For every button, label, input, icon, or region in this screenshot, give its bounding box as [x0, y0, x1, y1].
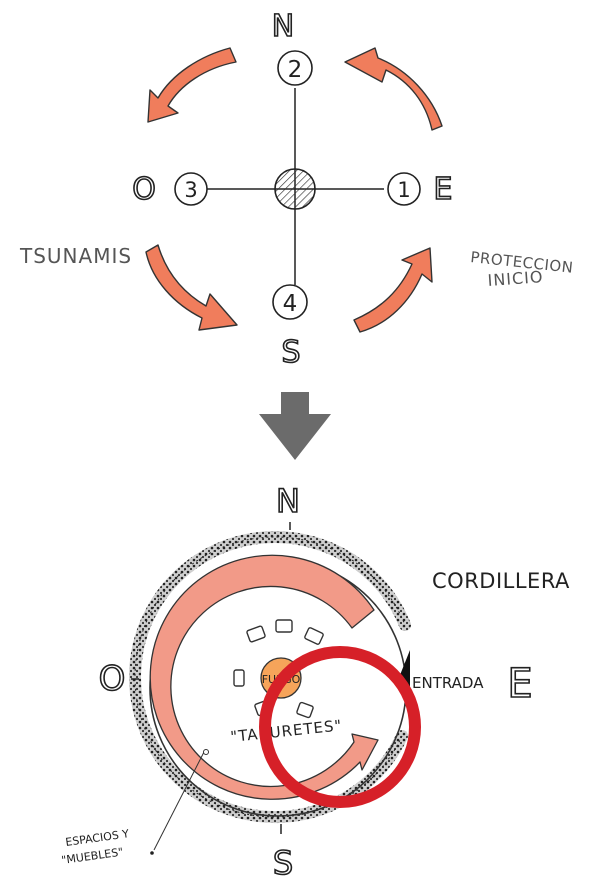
- top-right-note-line2: INICIO: [487, 267, 544, 290]
- top-center-hatched-circle: [274, 168, 316, 210]
- top-south-label: S: [281, 335, 300, 370]
- top-west-label: O: [132, 172, 156, 207]
- top-east-label: E: [434, 172, 453, 207]
- taburete-2: [275, 619, 293, 633]
- top-rotation-arrows: [145, 47, 443, 333]
- top-position-label-west: 3: [184, 178, 197, 202]
- espacios-leader-line: [153, 751, 205, 851]
- arrow-bottom-right: [353, 247, 433, 333]
- top-position-label-east: 1: [397, 178, 410, 202]
- top-position-circle-north: [277, 50, 313, 86]
- entrada-label: ENTRADA: [412, 674, 484, 692]
- bottom-west-label: O: [99, 659, 126, 699]
- taburetes-label: "TABURETES": [230, 716, 344, 746]
- top-position-circle-south: [272, 284, 308, 320]
- top-position-label-north: 2: [288, 57, 303, 83]
- top-north-label: N: [272, 9, 294, 44]
- down-arrow-icon: [259, 392, 331, 460]
- arrow-top-left: [147, 47, 237, 123]
- top-position-circle-east: [387, 172, 421, 206]
- espacios-label-line2: "MUEBLES": [61, 845, 124, 867]
- bottom-south-label: S: [273, 844, 293, 882]
- taburete-6: [296, 701, 314, 719]
- arrow-top-right: [344, 47, 443, 131]
- cordillera-label: CORDILLERA: [432, 569, 570, 593]
- bottom-north-label: N: [276, 482, 300, 520]
- espacios-band: [149, 554, 379, 800]
- arrow-bottom-left: [145, 244, 238, 331]
- taburete-3: [304, 627, 324, 645]
- taburete-1: [246, 625, 266, 643]
- bottom-plan-diagram: N FUEGO "TABURETES" O E S CO: [61, 481, 570, 882]
- top-position-circle-west: [174, 172, 208, 206]
- taburete-4: [233, 669, 245, 687]
- top-compass-diagram: N 2 1 3 4 O E S: [19, 8, 574, 371]
- top-left-note: TSUNAMIS: [19, 244, 132, 268]
- bottom-east-label: E: [507, 661, 532, 707]
- highlight-circle: [259, 646, 421, 808]
- top-position-label-south: 4: [283, 291, 298, 317]
- transition-arrow: [259, 392, 331, 460]
